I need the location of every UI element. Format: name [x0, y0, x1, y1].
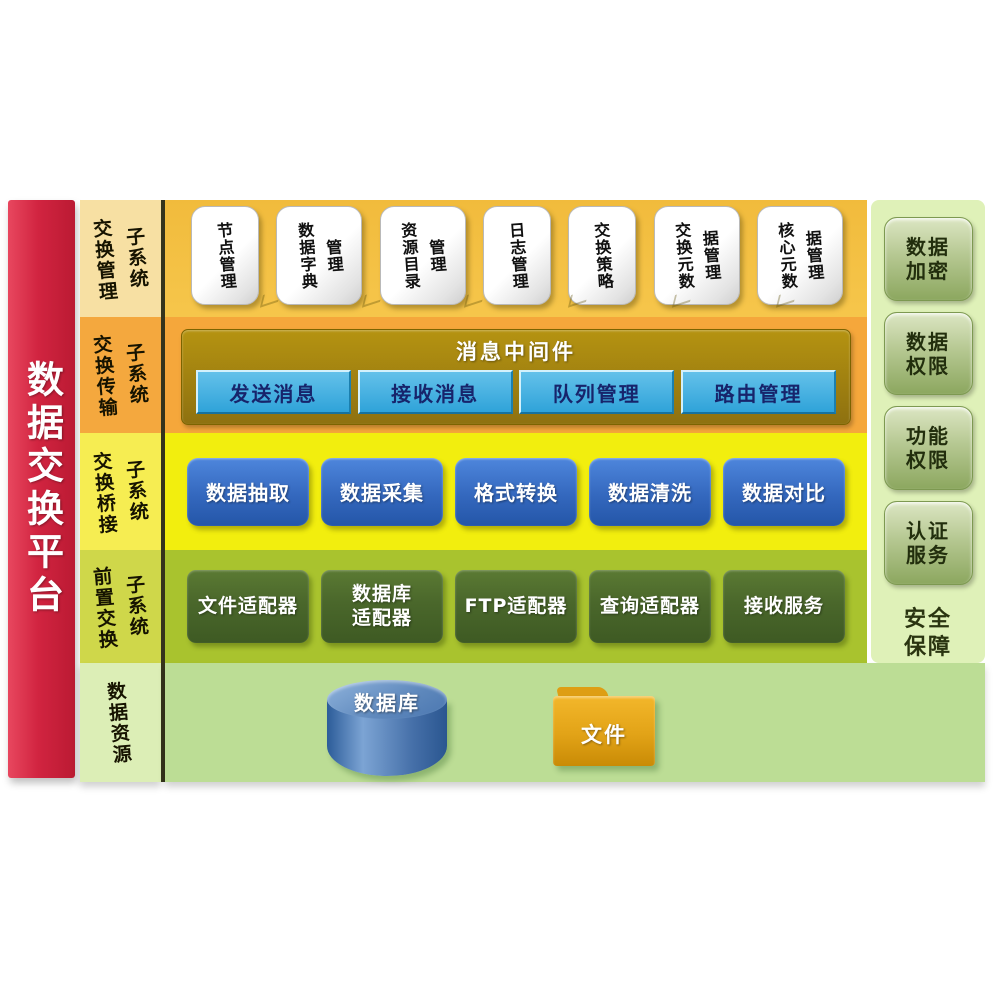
- band-front-exchange: 文件适配器 数据库适配器 FTP适配器 查询适配器 接收服务: [165, 550, 867, 663]
- button-label: 认证: [906, 518, 950, 543]
- card-label: 日志管理: [505, 220, 530, 291]
- button-label-2: 权限: [906, 353, 950, 378]
- route-management-button: 路由管理: [680, 370, 836, 414]
- card-label: 核心元数: [775, 220, 799, 291]
- button-label: FTP适配器: [464, 594, 568, 617]
- data-cleaning-button: 数据清洗: [589, 457, 711, 526]
- title-line: 保障: [903, 635, 952, 661]
- card-exchange-metadata-management: 交换元数据管理: [653, 206, 740, 305]
- button-label: 数据: [906, 329, 950, 354]
- row-label-exchange-transport: 交换传输子系统: [80, 317, 161, 433]
- card-label: 交换策略: [590, 220, 615, 291]
- button-label: 接收服务: [743, 594, 824, 617]
- row-label-exchange-management: 交换管理子系统: [80, 200, 161, 317]
- card-core-metadata-management: 核心元数据管理: [756, 206, 843, 305]
- database-label: 数据库: [354, 691, 420, 715]
- platform-title: 数据交换平台: [20, 360, 64, 618]
- row-sublabel-text: 子系统: [122, 572, 150, 638]
- card-label: 节点管理: [213, 220, 238, 291]
- file-adapter-button: 文件适配器: [187, 570, 309, 643]
- card-label-2: 管理: [322, 237, 344, 274]
- title-line: 安全: [903, 606, 952, 632]
- card-data-dictionary-management: 数据字典管理: [276, 206, 363, 305]
- button-label-2: 加密: [906, 258, 950, 283]
- cylinder-top: [327, 680, 447, 719]
- row-label-text: 前置交换: [89, 565, 119, 651]
- file-label: 文件: [581, 723, 627, 747]
- band-exchange-bridge: 数据抽取 数据采集 格式转换 数据清洗 数据对比: [165, 433, 867, 550]
- auth-service-button: 认证服务: [883, 501, 973, 585]
- ftp-adapter-button: FTP适配器: [455, 570, 577, 643]
- card-label: 交换元数: [671, 220, 696, 291]
- button-label: 数据库: [351, 582, 412, 605]
- button-label-2: 权限: [906, 448, 950, 473]
- data-extraction-button: 数据抽取: [187, 457, 309, 526]
- database-cylinder-icon: 数据库: [327, 680, 447, 776]
- management-card-row: 节点管理 数据字典管理 资源目录管理 日志管理 交换策略 交换元数据管理 核心元…: [165, 200, 867, 317]
- card-exchange-policy: 交换策略: [568, 206, 637, 305]
- format-conversion-button: 格式转换: [455, 457, 577, 526]
- data-permission-button: 数据权限: [883, 311, 973, 396]
- message-middleware-title: 消息中间件: [456, 340, 576, 364]
- query-adapter-button: 查询适配器: [589, 570, 711, 643]
- function-permission-button: 功能权限: [883, 406, 973, 491]
- row-label-text: 交换桥接: [89, 450, 119, 536]
- security-column: 数据加密 数据权限 功能权限 认证服务 安全 保障: [871, 200, 985, 663]
- data-collection-button: 数据采集: [321, 457, 443, 526]
- card-resource-catalog-management: 资源目录管理: [379, 206, 466, 305]
- platform-title-bar: 数据交换平台: [8, 200, 75, 778]
- file-folder-icon: 文件: [553, 687, 655, 767]
- row-label-text: 交换管理: [89, 217, 119, 303]
- card-log-management: 日志管理: [482, 206, 551, 305]
- row-label-text: 数据资源: [102, 679, 133, 766]
- row-sublabel-text: 子系统: [122, 224, 150, 290]
- card-label-2: 据管理: [699, 229, 722, 282]
- band-exchange-management: 节点管理 数据字典管理 资源目录管理 日志管理 交换策略 交换元数据管理 核心元…: [165, 200, 867, 317]
- receive-message-button: 接收消息: [357, 370, 513, 414]
- bridge-button-row: 数据抽取 数据采集 格式转换 数据清洗 数据对比: [165, 433, 867, 550]
- middleware-button-row: 发送消息 接收消息 队列管理 路由管理: [196, 370, 836, 414]
- message-middleware-panel: 消息中间件 发送消息 接收消息 队列管理 路由管理: [181, 329, 851, 425]
- card-label: 资源目录: [397, 220, 422, 291]
- row-label-front-exchange: 前置交换子系统: [80, 550, 161, 663]
- row-label-exchange-bridge: 交换桥接子系统: [80, 433, 161, 550]
- send-message-button: 发送消息: [196, 370, 351, 414]
- button-label: 查询适配器: [599, 594, 700, 617]
- folder-body: [553, 696, 655, 766]
- row-sublabel-text: 子系统: [122, 457, 150, 523]
- band-exchange-transport: 消息中间件 发送消息 接收消息 队列管理 路由管理: [165, 317, 867, 433]
- button-label: 文件适配器: [197, 594, 298, 617]
- column-divider: [161, 200, 165, 782]
- button-label: 功能: [906, 424, 950, 449]
- card-node-management: 节点管理: [191, 206, 259, 305]
- button-label: 数据: [906, 234, 950, 259]
- receive-service-button: 接收服务: [723, 570, 845, 643]
- data-encryption-button: 数据加密: [883, 217, 973, 301]
- row-label-text: 交换传输: [89, 333, 119, 420]
- button-label-2: 服务: [906, 542, 950, 567]
- row-label-data-resource: 数据资源: [80, 663, 161, 782]
- database-adapter-button: 数据库适配器: [321, 570, 443, 643]
- data-comparison-button: 数据对比: [723, 457, 845, 526]
- card-label: 数据字典: [294, 220, 319, 291]
- card-label-2: 据管理: [802, 229, 826, 282]
- band-data-resource: 数据库 文件: [165, 663, 985, 782]
- button-label-2: 适配器: [351, 606, 412, 629]
- queue-management-button: 队列管理: [519, 370, 675, 414]
- card-label-2: 管理: [425, 237, 448, 274]
- security-column-title: 安全 保障: [904, 606, 952, 663]
- row-sublabel-text: 子系统: [122, 341, 150, 406]
- adapter-button-row: 文件适配器 数据库适配器 FTP适配器 查询适配器 接收服务: [165, 550, 867, 663]
